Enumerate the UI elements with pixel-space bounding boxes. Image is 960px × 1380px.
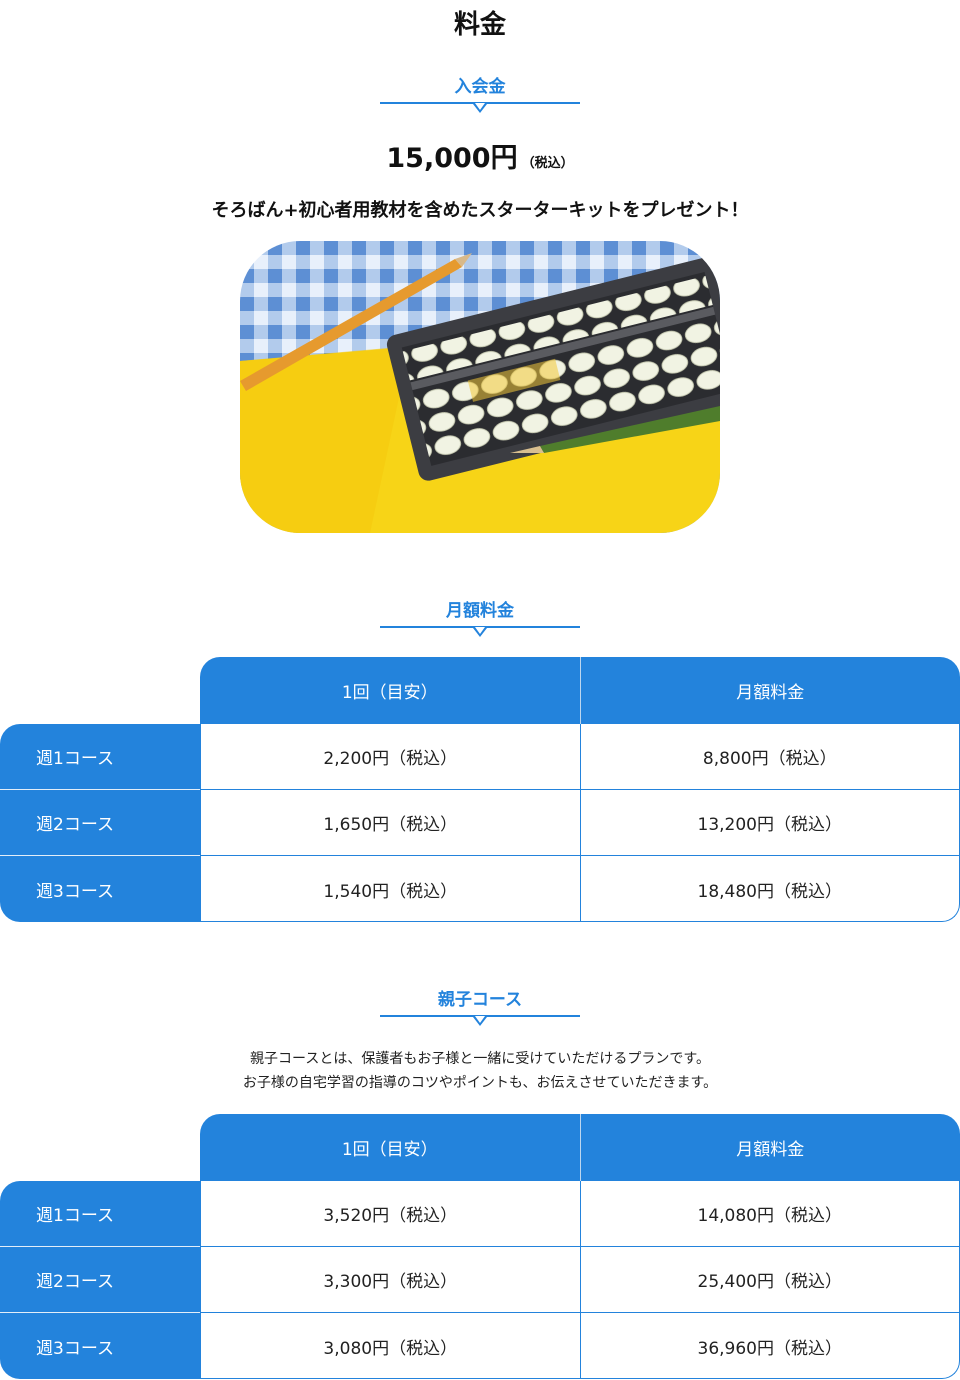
enrollment-tax-note: （税込） [521, 156, 574, 171]
parent-child-heading: 親子コース [380, 985, 580, 1026]
table-row: 3,300円（税込） 25,400円（税込） [201, 1247, 959, 1313]
row-label-weekly-3: 週3コース [36, 881, 114, 902]
heading-notch [473, 1016, 487, 1026]
monthly-price: 25,400円（税込） [697, 1272, 842, 1292]
monthly-heading: 月額料金 [380, 596, 580, 637]
table-row: 3,520円（税込） 14,080円（税込） [201, 1181, 959, 1247]
enrollment-amount: 15,000円 [386, 143, 518, 174]
monthly-price: 36,960円（税込） [697, 1338, 842, 1359]
enrollment-heading: 入会金 [380, 72, 580, 113]
per-lesson-price: 1,540円（税込） [201, 856, 581, 921]
row-label-weekly-1: 週1コース [0, 724, 200, 790]
row-label-weekly-2: 週2コース [0, 790, 200, 856]
monthly-fee-table: 1回（目安） 月額料金 週1コース 週2コース 週3コース 2,200円（税込）… [0, 657, 960, 922]
description-line-2: お子様の自宅学習の指導のコツやポイントも、お伝えさせていただきます。 [242, 1075, 718, 1091]
monthly-price: 14,080円（税込） [697, 1206, 842, 1226]
per-lesson-price: 3,300円（税込） [201, 1247, 581, 1312]
page-title: 料金 [453, 10, 506, 40]
per-lesson-price: 3,080円（税込） [201, 1313, 581, 1378]
column-header-monthly: 月額料金 [736, 1140, 805, 1160]
per-lesson-price: 1,650円（税込） [201, 790, 581, 855]
row-labels: 週1コース 週2コース 週3コース [0, 1181, 200, 1379]
monthly-heading-label: 月額料金 [446, 601, 514, 621]
table-header: 1回（目安） 月額料金 [200, 657, 960, 724]
abacus-illustration [240, 241, 720, 533]
parent-child-heading-label: 親子コース [437, 990, 523, 1010]
monthly-price: 13,200円（税込） [697, 815, 842, 835]
table-body: 3,520円（税込） 14,080円（税込） 3,300円（税込） 25,400… [200, 1181, 960, 1379]
column-header-per-lesson: 1回（目安） [200, 657, 581, 724]
row-label-weekly-3: 週3コース [36, 1338, 114, 1359]
monthly-price: 18,480円（税込） [697, 881, 842, 902]
parent-child-fee-table: 1回（目安） 月額料金 週1コース 週2コース 週3コース 3,520円（税込）… [0, 1114, 960, 1379]
starter-kit-text: そろばん+初心者用教材を含めたスターターキットをプレゼント！ [211, 200, 749, 221]
row-label-weekly-1: 週1コース [0, 1181, 200, 1247]
per-lesson-price: 2,200円（税込） [201, 724, 581, 789]
table-row: 3,080円（税込） 36,960円（税込） [201, 1313, 959, 1378]
table-header: 1回（目安） 月額料金 [200, 1114, 960, 1181]
monthly-price: 8,800円（税込） [702, 749, 837, 769]
column-header-monthly: 月額料金 [736, 683, 805, 703]
enrollment-price: 15,000円（税込） [0, 136, 960, 175]
heading-notch [473, 627, 487, 637]
per-lesson-price: 3,520円（税込） [201, 1181, 581, 1246]
column-header-per-lesson: 1回（目安） [200, 1114, 581, 1181]
abacus-photo [240, 241, 720, 533]
row-label-weekly-2: 週2コース [0, 1247, 200, 1313]
table-row: 1,650円（税込） 13,200円（税込） [201, 790, 959, 856]
table-row: 1,540円（税込） 18,480円（税込） [201, 856, 959, 921]
table-body: 2,200円（税込） 8,800円（税込） 1,650円（税込） 13,200円… [200, 724, 960, 922]
row-labels: 週1コース 週2コース 週3コース [0, 724, 200, 922]
description-line-1: 親子コースとは、保護者もお子様と一緒に受けていただけるプランです。 [250, 1051, 710, 1067]
enrollment-heading-label: 入会金 [454, 77, 506, 97]
parent-child-description: 親子コースとは、保護者もお子様と一緒に受けていただけるプランです。 お子様の自宅… [0, 1047, 960, 1095]
table-row: 2,200円（税込） 8,800円（税込） [201, 724, 959, 790]
heading-notch [473, 103, 487, 113]
